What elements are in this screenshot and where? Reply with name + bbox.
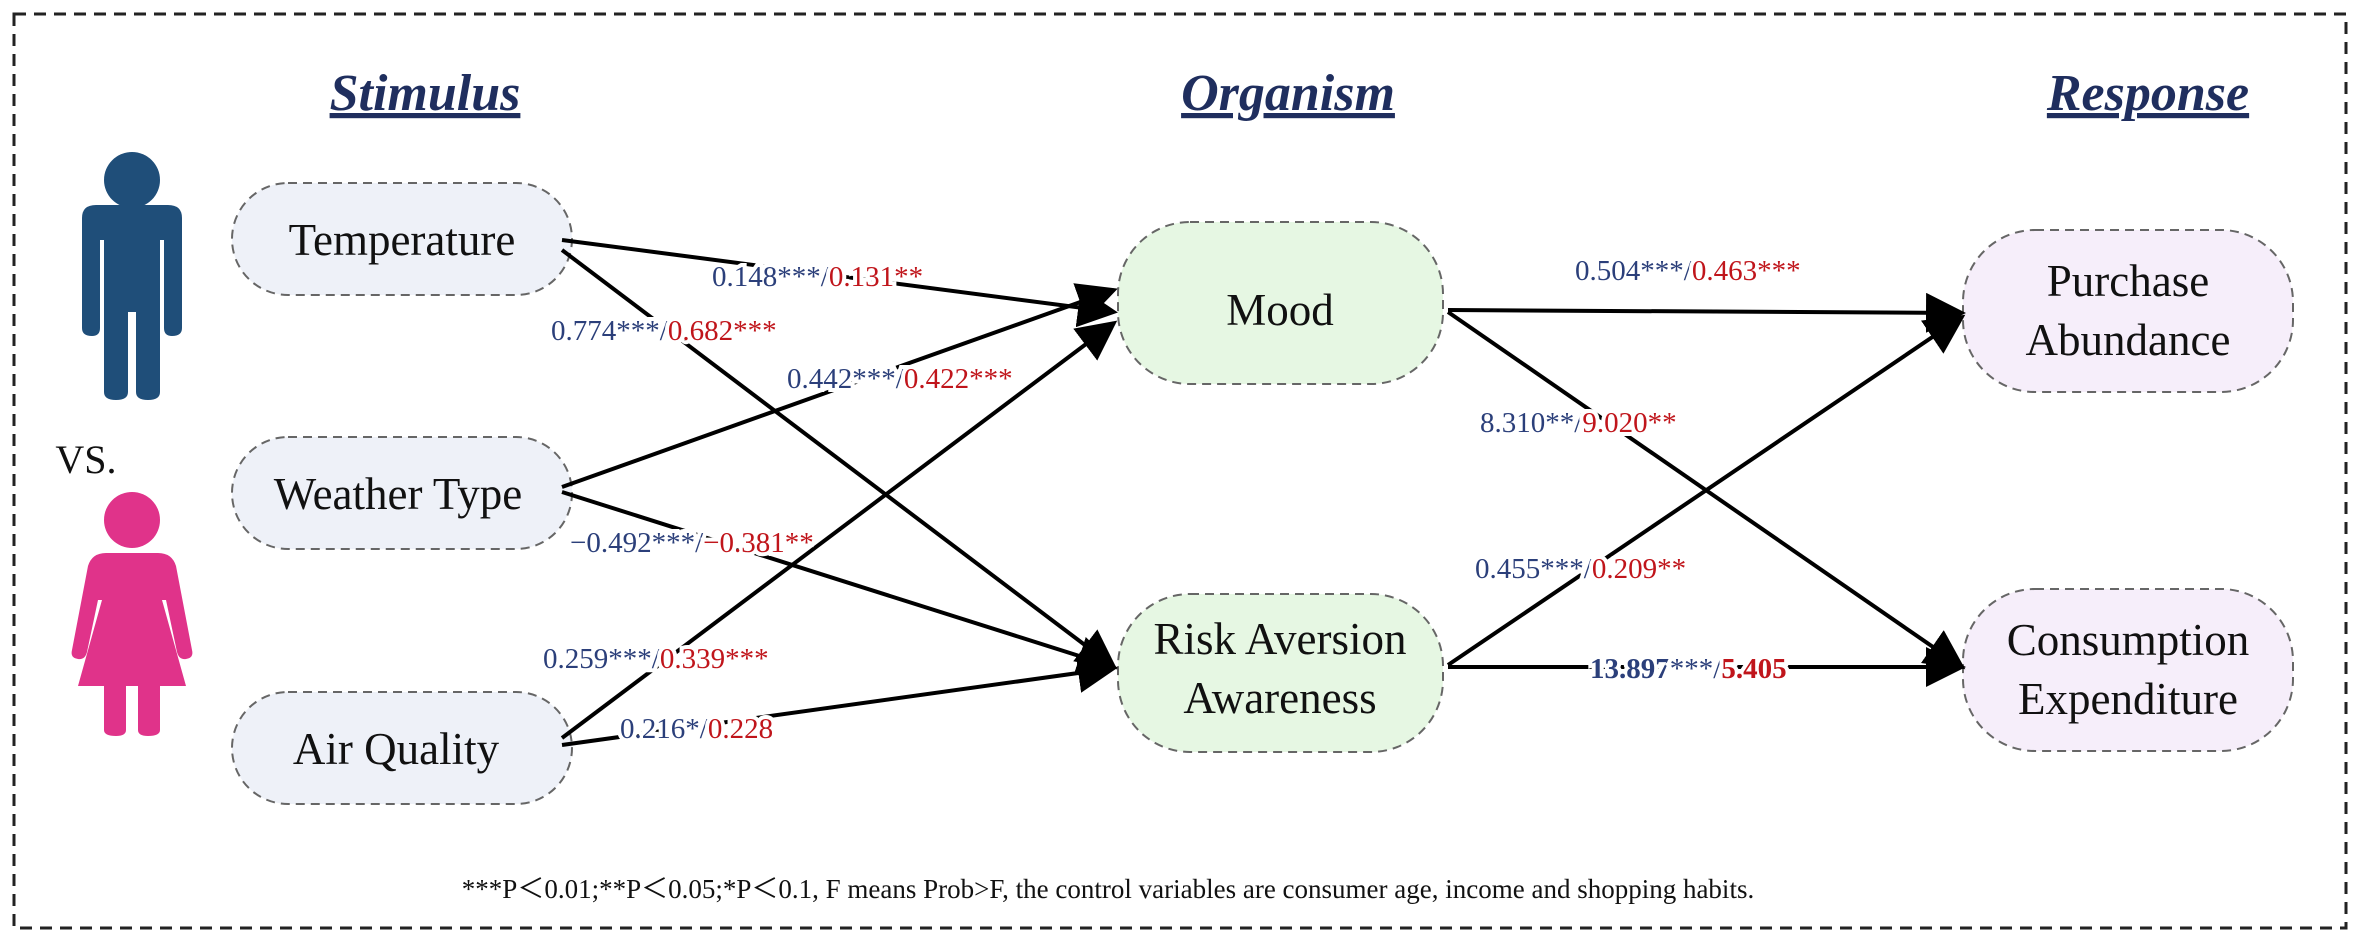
male-person-icon — [82, 152, 182, 400]
arrow-weather-risk — [561, 490, 1118, 676]
arrow-mood-purchase — [1447, 292, 1966, 333]
coef-mood-consumption: 8.310**/9.020** — [1480, 407, 1677, 439]
header-response: Response — [2046, 65, 2249, 122]
svg-text:Weather Type: Weather Type — [274, 469, 523, 519]
node-weather-type: Weather Type — [231, 436, 573, 550]
coef-weather-mood: 0.442***/0.422*** — [787, 363, 1013, 395]
coef-temp-mood: 0.148***/0.131** — [712, 261, 923, 293]
header-organism: Organism — [1181, 65, 1395, 122]
svg-text:Consumption: Consumption — [2007, 615, 2250, 665]
svg-text:Risk Aversion: Risk Aversion — [1154, 614, 1407, 664]
node-temperature: Temperature — [231, 182, 573, 296]
node-risk-aversion-awareness: Risk Aversion Awareness — [1117, 593, 1444, 753]
header-stimulus: Stimulus — [330, 65, 521, 122]
svg-text:Awareness: Awareness — [1183, 673, 1376, 723]
female-person-icon — [71, 492, 193, 736]
svg-text:Mood: Mood — [1226, 285, 1334, 335]
coef-risk-purchase: 0.455***/0.209** — [1475, 553, 1686, 585]
coef-mood-purchase: 0.504***/0.463*** — [1575, 255, 1801, 287]
node-consumption-expenditure: Consumption Expenditure — [1962, 588, 2294, 752]
svg-text:Air Quality: Air Quality — [293, 724, 500, 774]
arrow-temperature-risk — [560, 248, 1118, 670]
arrow-weather-mood — [561, 283, 1118, 489]
arrow-air-risk — [561, 653, 1118, 747]
outer-frame — [12, 12, 2348, 930]
arrow-risk-purchase — [1446, 314, 1966, 667]
svg-text:Purchase: Purchase — [2047, 256, 2209, 306]
svg-text:Abundance: Abundance — [2026, 315, 2231, 365]
arrow-temperature-mood — [561, 238, 1118, 328]
arrow-air-mood — [560, 320, 1118, 740]
node-purchase-abundance: Purchase Abundance — [1962, 229, 2294, 393]
coef-risk-consumption: 13.897***/5.405 — [1590, 653, 1787, 685]
vs-label: VS. — [55, 437, 116, 482]
coef-temp-risk: 0.774***/0.682*** — [551, 315, 777, 347]
node-mood: Mood — [1117, 221, 1444, 385]
svg-text:Temperature: Temperature — [289, 215, 516, 265]
svg-text:Expenditure: Expenditure — [2018, 674, 2238, 724]
node-air-quality: Air Quality — [231, 691, 573, 805]
coef-air-mood: 0.259***/0.339*** — [543, 643, 769, 675]
footnote: ***P＜0.01;**P＜0.05;*P＜0.1, F means Prob>… — [462, 874, 1754, 904]
coef-weather-risk: −0.492***/−0.381** — [570, 527, 814, 559]
coef-air-risk: 0.216*/0.228 — [620, 713, 773, 745]
